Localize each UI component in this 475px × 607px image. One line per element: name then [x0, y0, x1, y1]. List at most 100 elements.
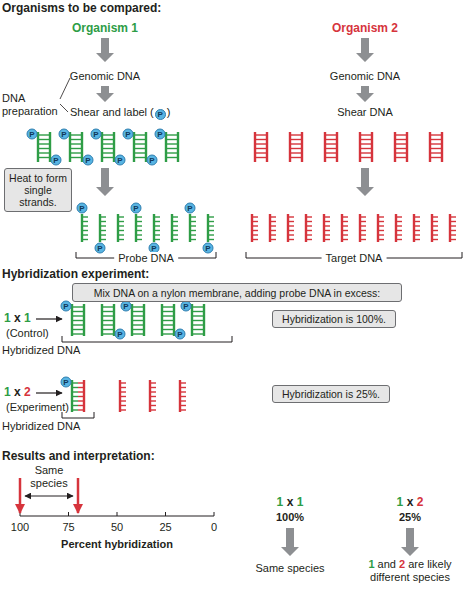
axis-tick-label: 25 [159, 521, 171, 534]
bracket-label: Hybridized DNA [2, 420, 80, 433]
dna-strand [133, 132, 135, 162]
text-group: 1and2are likely different species [358, 558, 462, 584]
dna-strand [441, 132, 443, 162]
leader-line [60, 78, 70, 99]
dna-strand [117, 214, 119, 242]
dna-strand [71, 380, 73, 412]
section-heading: Hybridization experiment: [2, 268, 149, 281]
phosphate-label: P [131, 203, 142, 214]
range-arrow [25, 496, 73, 497]
dna-strand [301, 132, 303, 162]
phosphate-label: P [115, 329, 126, 340]
dna-strand [289, 132, 291, 162]
dna-strand [406, 132, 408, 162]
text-label: Shear DNA [337, 106, 393, 119]
dna-strand [254, 132, 256, 162]
result-value: 100% [276, 511, 304, 524]
text-label: Genomic DNA [330, 70, 400, 83]
bracket [62, 336, 232, 342]
text-label: Same species [26, 464, 72, 490]
text-label: 1 [4, 311, 11, 325]
dna-strand [37, 132, 39, 162]
dna-strand [341, 214, 343, 242]
phosphate-label: P [61, 301, 72, 312]
reaction-arrow [36, 392, 62, 393]
text-label: Genomic DNA [70, 70, 140, 83]
dna-strand [371, 132, 373, 162]
process-box: Hybridization is 25%. [272, 385, 390, 403]
text-label: 2 [24, 385, 31, 399]
dna-strand [83, 304, 85, 336]
text-label: 1 [368, 558, 374, 570]
dna-strand [177, 132, 179, 162]
axis-title: Percent hybridization [61, 538, 173, 551]
process-box: Hybridization is 100%. [272, 310, 396, 328]
dna-strand [323, 214, 325, 242]
scale-tick [117, 512, 118, 516]
dna-strand [171, 214, 173, 242]
flow-arrow [356, 168, 374, 196]
dna-strand [359, 214, 361, 242]
dna-strand [449, 214, 451, 242]
dna-strand [431, 214, 433, 242]
box-text: Heat to form single strands. [7, 172, 69, 208]
axis-tick-label: 0 [211, 521, 217, 534]
phosphate-label: P [203, 243, 214, 254]
text-label: and [378, 558, 396, 570]
phosphate-label: P [83, 155, 94, 166]
text-group: 1x2 [4, 386, 31, 399]
phosphate-label: P [155, 129, 166, 140]
process-box: Heat to form single strands. [4, 168, 72, 212]
result-marker [77, 478, 80, 513]
dna-strand [69, 132, 71, 162]
dna-strand [324, 132, 326, 162]
box-text: Mix DNA on a nylon membrane, adding prob… [94, 287, 381, 299]
text-label: 2 [399, 558, 405, 570]
text-label: x [14, 385, 21, 399]
text-label: 1 [397, 495, 404, 509]
dna-strand [179, 380, 181, 412]
dna-strand [207, 214, 209, 242]
dna-strand [119, 380, 121, 412]
text-label: x [287, 495, 294, 509]
flow-arrow [96, 168, 114, 196]
scale-tick [165, 512, 166, 516]
axis-tick-label: 75 [62, 521, 74, 534]
interpretation: Same species [255, 562, 324, 575]
dna-strand [191, 304, 193, 336]
phosphate-label: P [27, 129, 38, 140]
phosphate-label: P [91, 129, 102, 140]
phosphate-label: P [77, 203, 88, 214]
text-group: 1x1 [277, 496, 304, 509]
dna-strand [135, 214, 137, 242]
dna-strand [429, 132, 431, 162]
phosphate-label: P [181, 301, 192, 312]
dna-strand [287, 214, 289, 242]
text-group: 1x2 [397, 496, 424, 509]
text-label: 1 [24, 311, 31, 325]
text-label: (Experiment) [6, 401, 69, 414]
dna-strand [149, 380, 151, 412]
flow-arrow [96, 38, 114, 62]
dna-strand [359, 132, 361, 162]
dna-strand [161, 304, 163, 336]
text-label: x [14, 311, 21, 325]
reaction-arrow [36, 318, 62, 319]
text-label: 1 [277, 495, 284, 509]
dna-strand [305, 214, 307, 242]
dna-strand [266, 132, 268, 162]
box-text: Hybridization is 25%. [282, 388, 380, 400]
phosphate-label: P [115, 155, 126, 166]
result-marker [19, 478, 22, 513]
phosphate-label: P [155, 109, 166, 120]
bracket-label: Hybridized DNA [2, 344, 80, 357]
text-label: 1 [297, 495, 304, 509]
text-label: ) [167, 106, 171, 118]
leader-line [60, 104, 68, 112]
dna-strand [101, 304, 103, 336]
phosphate-label: P [61, 377, 72, 388]
phosphate-label: P [51, 155, 62, 166]
dna-strand [99, 214, 101, 242]
text-label: DNA preparation [2, 92, 64, 118]
